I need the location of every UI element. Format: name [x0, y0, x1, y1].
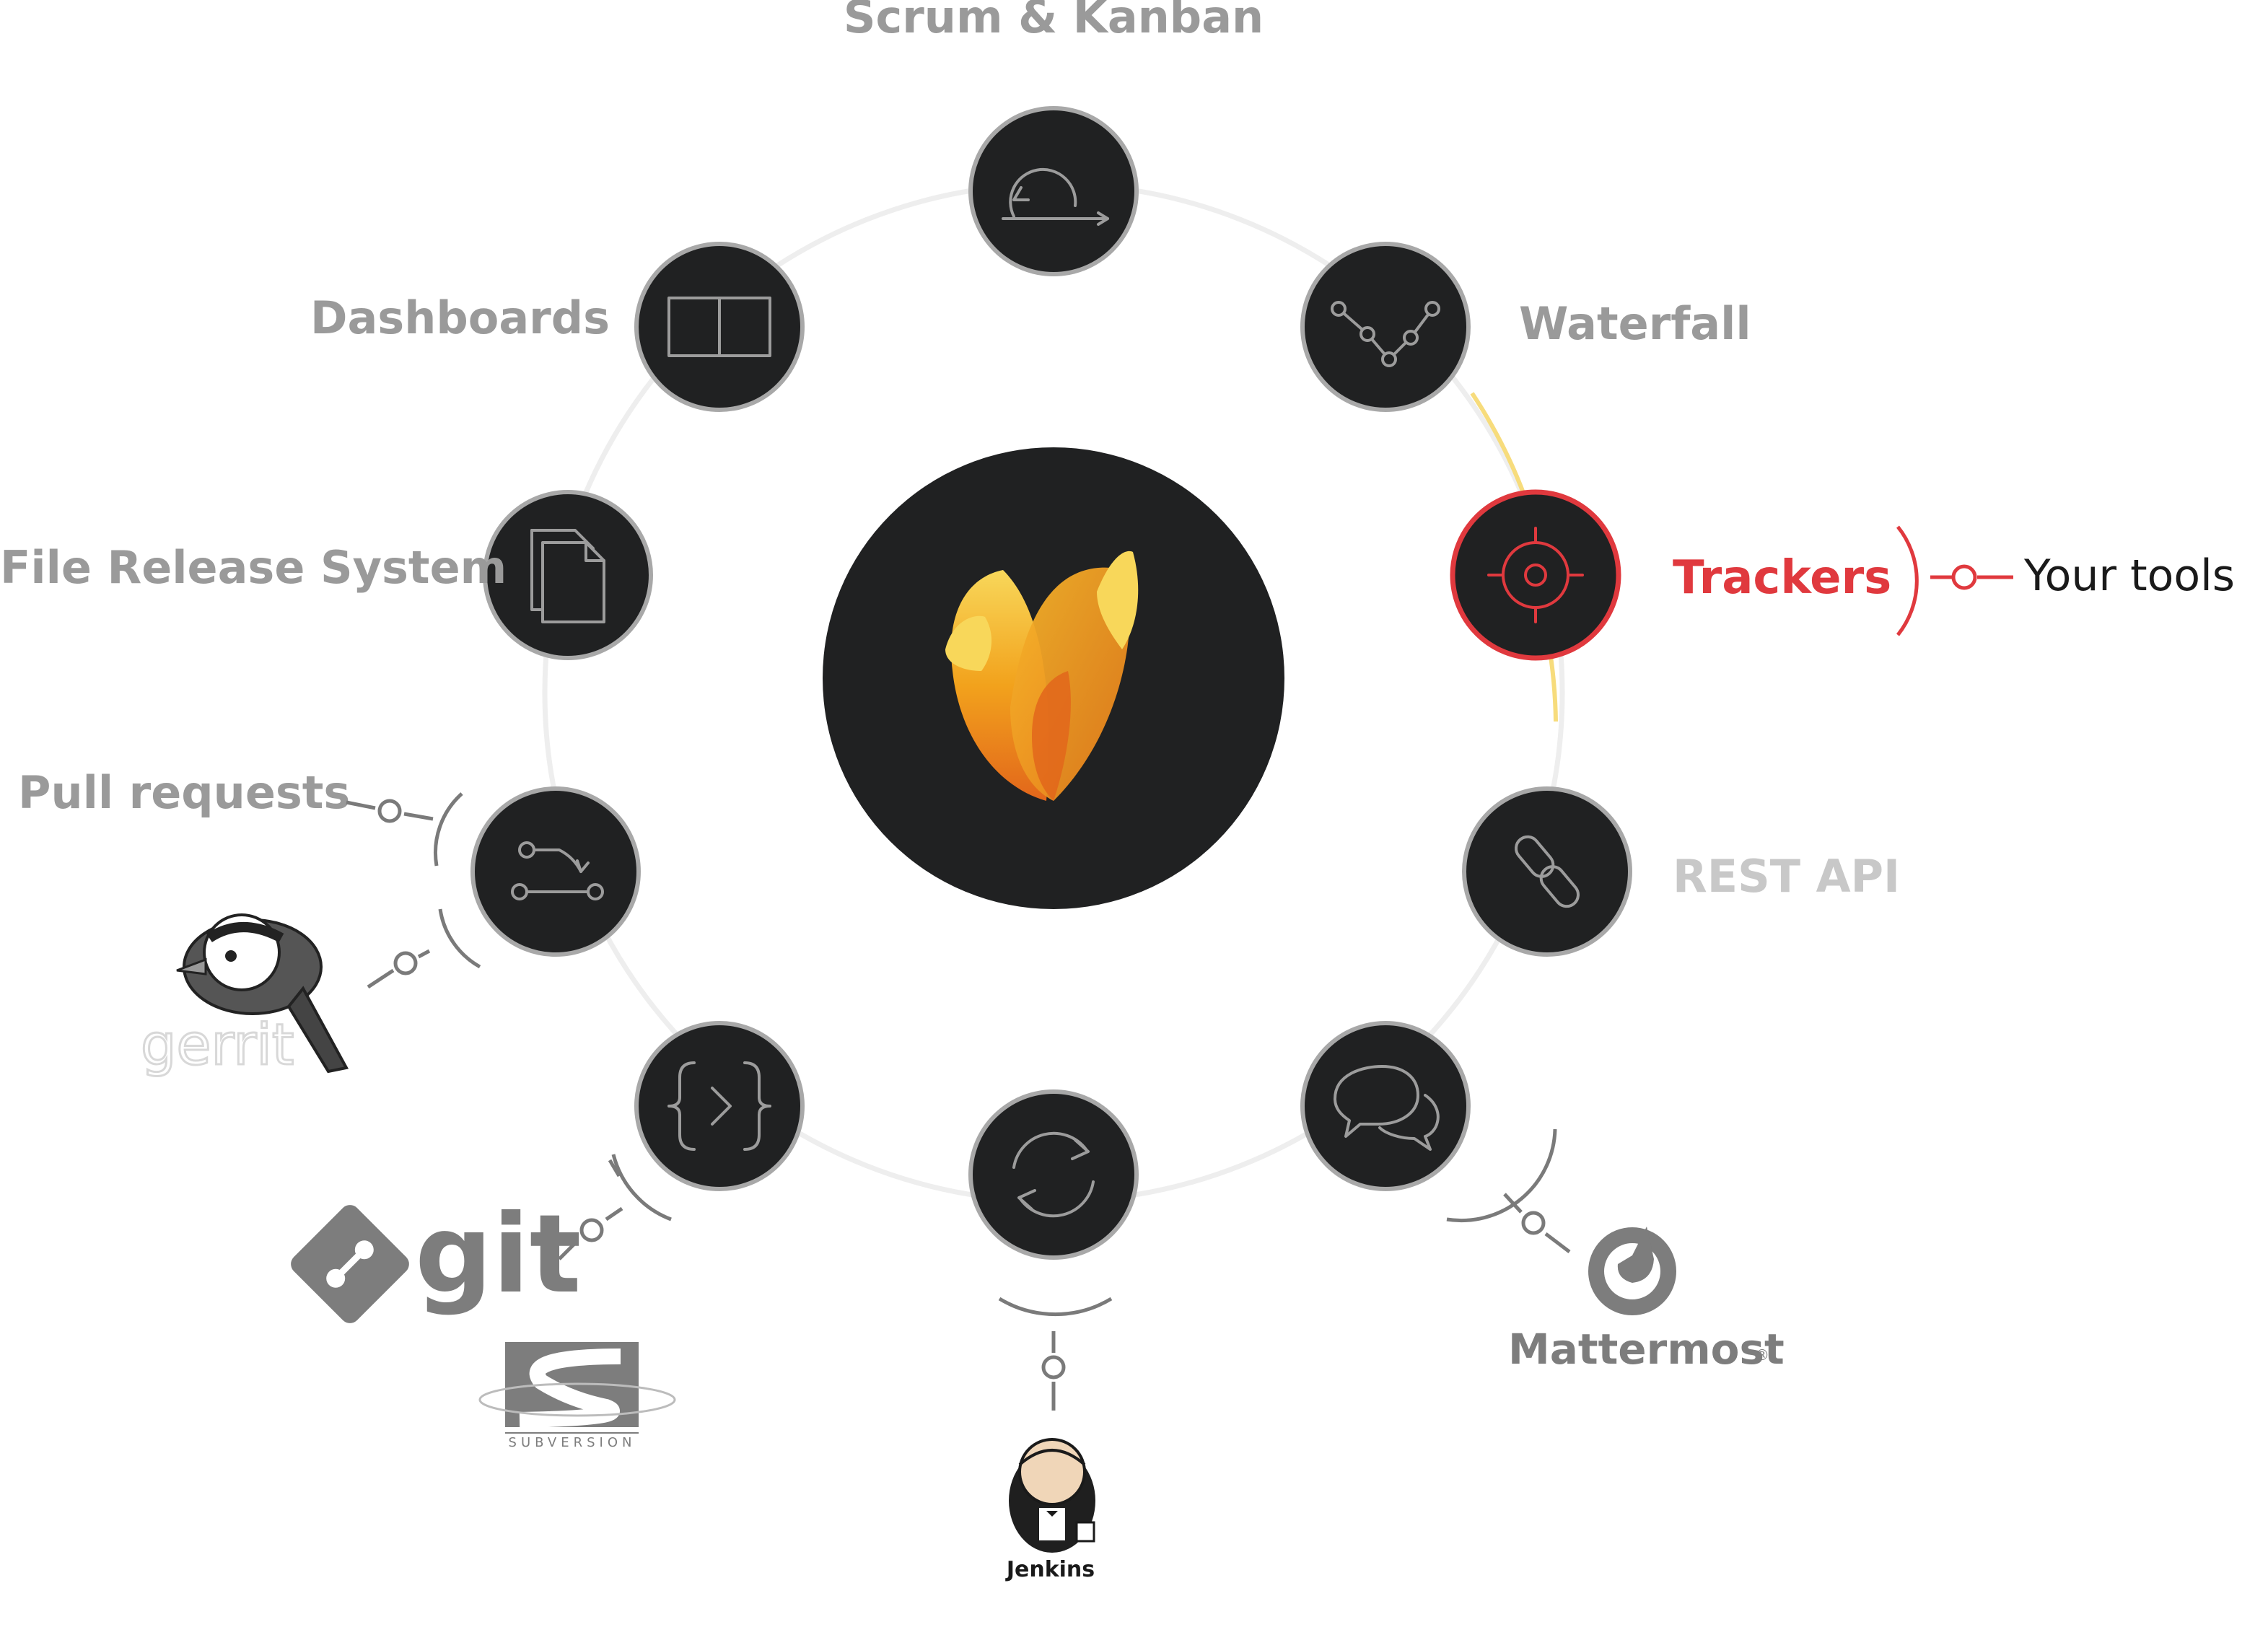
node-code[interactable]: [634, 1021, 805, 1191]
node-ci-circle: [968, 1089, 1139, 1260]
label-trackers: Trackers: [1673, 551, 1891, 605]
node-chat[interactable]: [1300, 1021, 1471, 1191]
subversion-wordmark: SUBVERSION: [509, 1435, 636, 1450]
label-file-release: File Release System: [0, 541, 507, 594]
jenkins-connector: [998, 1297, 1113, 1411]
link-icon: [1515, 835, 1580, 908]
refresh-cycle-icon: [1012, 1131, 1095, 1218]
label-your-tools: Your tools: [2023, 551, 2235, 601]
target-icon: [1487, 527, 1584, 623]
your-tools-connector: [1896, 525, 2013, 636]
git-connector: [558, 1154, 672, 1260]
mattermost-registered-mark: ®: [1755, 1346, 1769, 1364]
mattermost-wordmark: Mattermost: [1508, 1325, 1785, 1374]
node-rest-api-circle: [1462, 786, 1632, 957]
node-trackers-circle: [1450, 489, 1621, 661]
label-pull-requests: Pull requests: [18, 766, 350, 819]
node-waterfall[interactable]: [1300, 242, 1471, 412]
label-waterfall: Waterfall: [1519, 297, 1751, 350]
code-braces-icon: [667, 1061, 771, 1151]
graph-line-icon: [1331, 301, 1440, 367]
node-rest-api[interactable]: [1462, 786, 1632, 957]
node-scrum-kanban[interactable]: [968, 106, 1139, 276]
subversion-logo-icon: [478, 1342, 676, 1434]
chat-bubbles-icon: [1334, 1065, 1440, 1151]
flame-logo-icon: [945, 551, 1139, 801]
git-wordmark: git: [415, 1192, 582, 1317]
node-pull-requests[interactable]: [470, 786, 641, 957]
dashboard-panels-icon: [667, 297, 771, 357]
node-waterfall-circle: [1300, 242, 1471, 412]
node-trackers[interactable]: [1450, 489, 1621, 661]
label-scrum-kanban: Scrum & Kanban: [844, 0, 1264, 43]
gerrit-bird-icon: [176, 913, 349, 1074]
git-logo-icon: [291, 1205, 409, 1323]
jenkins-butler-icon: [1009, 1438, 1095, 1553]
sprint-loop-icon: [1002, 168, 1109, 226]
gerrit-connector: [367, 908, 481, 989]
label-rest-api: REST API: [1673, 850, 1900, 903]
branch-icon: [511, 841, 604, 900]
node-chat-circle: [1300, 1021, 1471, 1191]
node-file-release[interactable]: [483, 490, 653, 660]
node-code-circle: [634, 1021, 805, 1191]
gerrit-wordmark: gerrit: [141, 1013, 294, 1078]
pull-requests-connector: [346, 792, 463, 867]
node-dashboards[interactable]: [634, 242, 805, 412]
node-scrum-kanban-circle: [968, 106, 1139, 276]
node-ci[interactable]: [968, 1089, 1139, 1260]
mattermost-connector: [1446, 1128, 1571, 1253]
jenkins-wordmark: Jenkins: [1005, 1557, 1095, 1582]
mattermost-logo-icon: [1588, 1227, 1676, 1315]
label-dashboards: Dashboards: [310, 291, 610, 344]
documents-icon: [530, 529, 605, 623]
node-file-release-circle: [483, 490, 653, 660]
node-pull-requests-circle: [470, 786, 641, 957]
